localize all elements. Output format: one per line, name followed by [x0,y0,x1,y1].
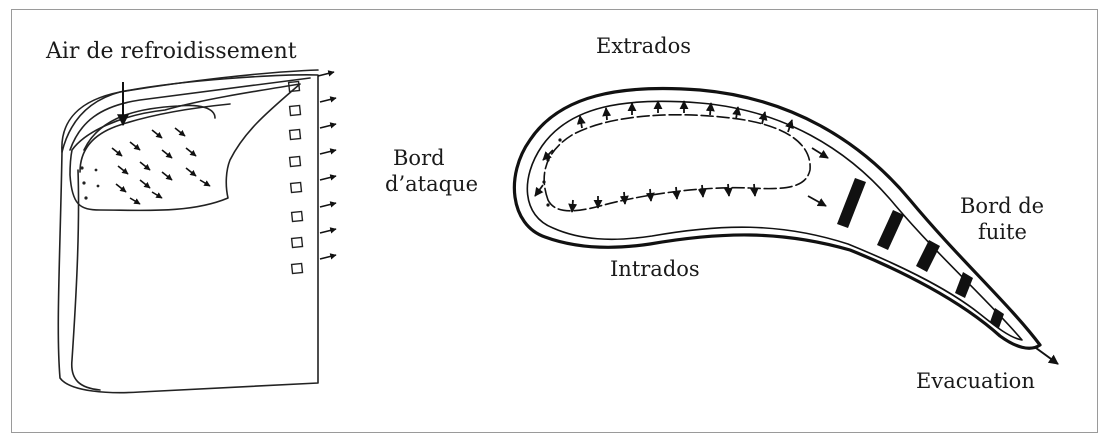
extrados-label: Extrados [596,34,691,58]
evacuation-label: Evacuation [916,369,1035,393]
trailing-edge-label-line1: Bord de [960,194,1044,218]
intrados-label: Intrados [610,257,700,281]
leading-edge-label-line2: d’ataque [385,172,478,196]
cooling-air-label: Air de refroidissement [46,40,297,64]
airfoil-outer [514,88,1040,348]
flow-arrows-intrados [572,184,755,212]
flow-arrows-downstream [808,148,828,206]
leading-edge-label-line1: Bord [393,146,445,170]
trailing-edge-label-line2: fuite [978,220,1027,244]
airfoil-inner-wall [527,101,1022,340]
evacuation-arrow [1036,348,1058,364]
